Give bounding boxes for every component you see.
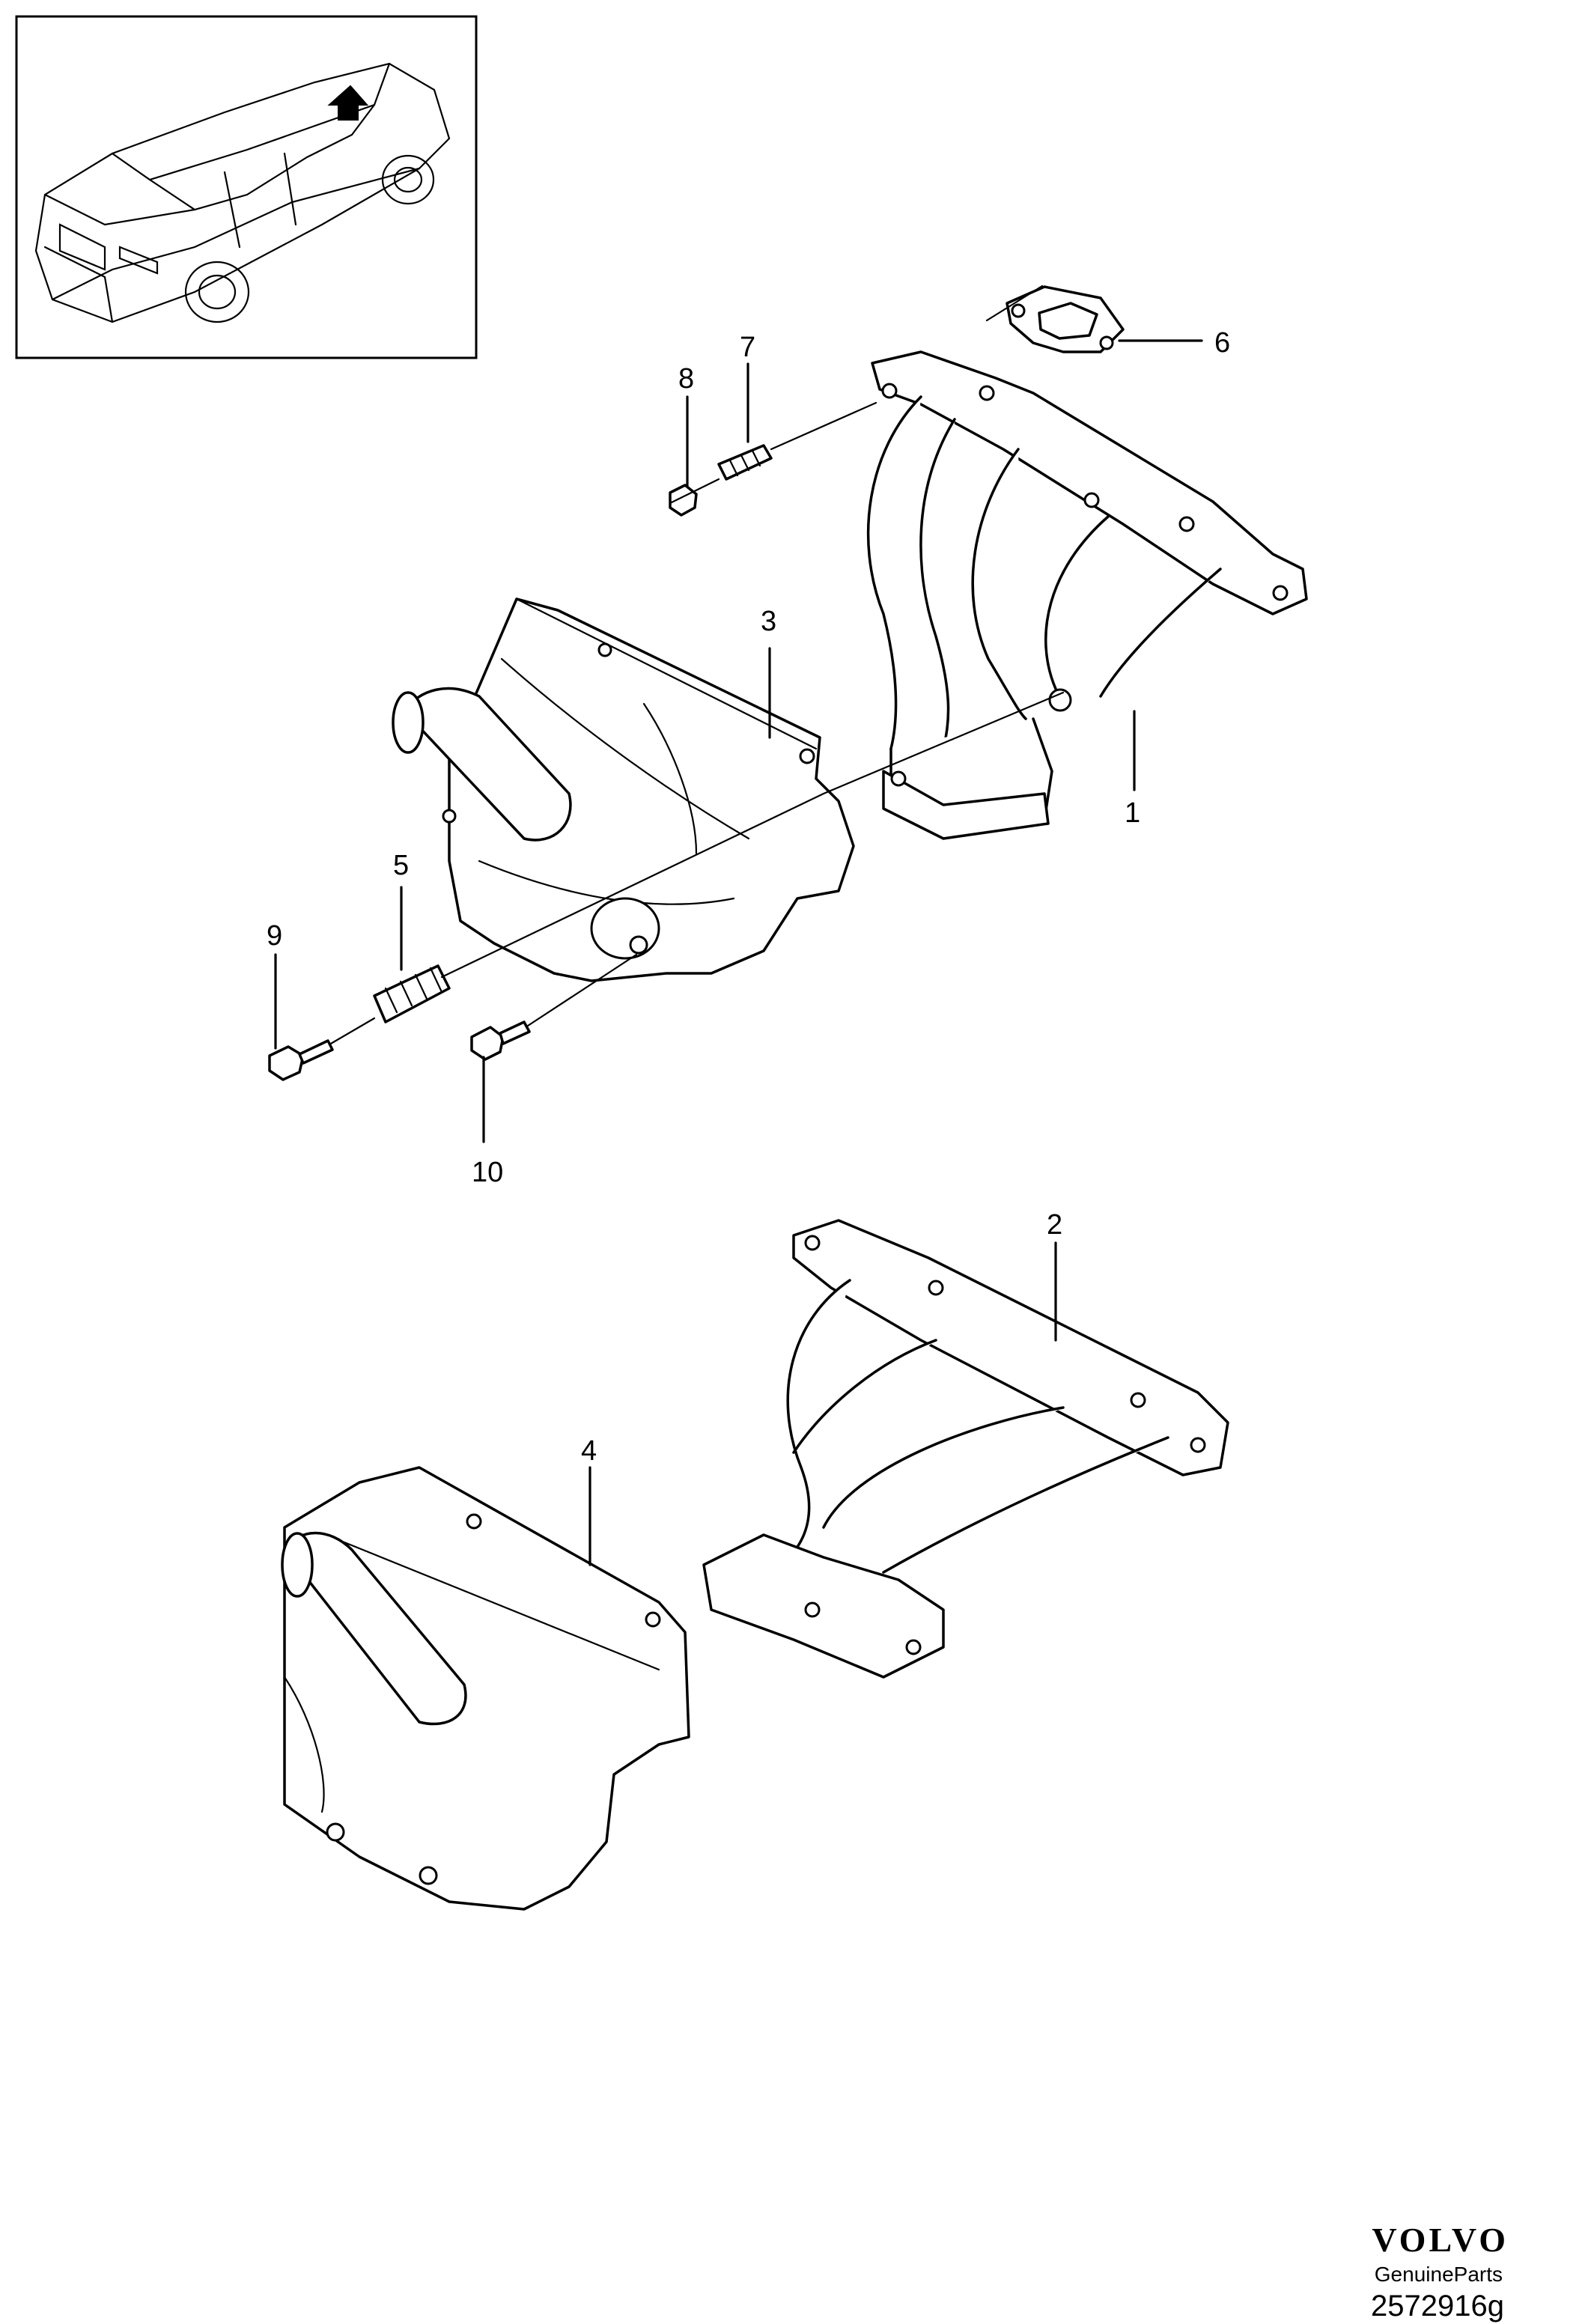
part-2-exhaust-manifold: [702, 1219, 1229, 1679]
part-6-gasket: [1006, 285, 1125, 353]
callout-10: 10: [472, 1157, 503, 1188]
callout-8: 8: [678, 363, 694, 395]
callout-2: 2: [1047, 1209, 1062, 1241]
part-10-bolt: [470, 1020, 531, 1061]
brand-tagline: GenuineParts: [1374, 2263, 1503, 2286]
callout-leaders: [274, 339, 1203, 1566]
volvo-logo: VOLVO: [1372, 2221, 1509, 2259]
callout-1: 1: [1125, 797, 1140, 829]
callout-9: 9: [267, 920, 282, 952]
callout-6: 6: [1214, 327, 1230, 359]
locator-inset: [15, 15, 478, 359]
callout-7: 7: [740, 332, 755, 363]
callout-5: 5: [393, 850, 409, 881]
car-outline: [34, 62, 451, 323]
diagram-number: 2572916g: [1371, 2290, 1504, 2323]
callout-3: 3: [761, 606, 776, 637]
callout-4: 4: [581, 1435, 597, 1467]
part-7-stud: [717, 444, 773, 481]
assembly-lines: [328, 285, 1065, 1046]
part-9-bolt: [268, 1039, 334, 1081]
part-4-heat-shield: [281, 1466, 690, 1911]
locator-arrow-icon: [327, 85, 369, 121]
part-1-exhaust-manifold: [866, 350, 1308, 840]
part-3-heat-shield: [392, 597, 855, 982]
part-8-nut: [669, 484, 698, 517]
callout-labels: 1 2 3 4 5 6 7 8 9 10: [267, 327, 1230, 1467]
part-5-spring: [373, 964, 451, 1023]
